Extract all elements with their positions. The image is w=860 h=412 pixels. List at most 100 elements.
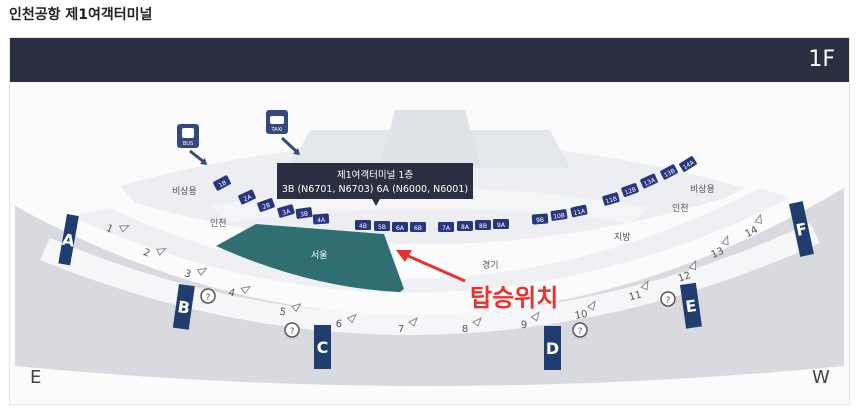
gate-number: 8 xyxy=(462,324,468,335)
tooltip-title: 제1여객터미널 1층 xyxy=(337,169,414,181)
bus-stop-label: 12B xyxy=(624,186,637,197)
gate-arrow-icon xyxy=(640,279,649,291)
outer-curb-lane xyxy=(40,223,820,335)
gate-number: 12 xyxy=(677,270,693,285)
gate-number: 13 xyxy=(710,246,726,261)
gate-2[interactable]: 2 xyxy=(141,242,167,265)
zone-label-right-top: 비상용 xyxy=(690,184,715,195)
terminal-tower xyxy=(380,110,480,166)
gate-14[interactable]: 14 xyxy=(741,213,769,241)
bus-stop-9B[interactable]: 9B xyxy=(531,213,549,225)
section-D: D xyxy=(544,326,561,370)
bus-stop-5B[interactable]: 5B xyxy=(374,221,390,231)
bus-stop-6A[interactable]: 6A xyxy=(392,222,408,232)
info-icon[interactable]: ? xyxy=(284,322,300,338)
svg-text:?: ? xyxy=(290,327,295,337)
bus-stop-8B[interactable]: 8B xyxy=(475,220,491,230)
bus-arrow-icon xyxy=(189,149,207,165)
direction-left: E xyxy=(30,367,41,388)
bus-stop-13A[interactable]: 13A xyxy=(640,173,659,189)
gate-6[interactable]: 6 xyxy=(335,313,357,332)
bus-stop-6B[interactable]: 6B xyxy=(410,222,426,232)
section-letter: F xyxy=(794,219,809,240)
section-letter: E xyxy=(684,296,697,316)
gate-number: 1 xyxy=(104,223,114,236)
bus-stop-label: 8B xyxy=(479,223,487,230)
zone-label-gyeonggi: 경기 xyxy=(482,259,499,271)
gate-3[interactable]: 3 xyxy=(183,263,208,285)
bus-stop-11B[interactable]: 11B xyxy=(602,192,620,206)
bus-stop-3B[interactable]: 3B xyxy=(295,207,313,219)
section-letter: B xyxy=(176,297,191,318)
map-canvas: BUS TAXI 비상용 비상용 인천 인천 지방 서울 경기 1B2A2B3A… xyxy=(15,110,844,388)
gate-8[interactable]: 8 xyxy=(462,316,482,335)
gate-arrow-icon xyxy=(754,213,763,224)
bus-stop-1B[interactable]: 1B xyxy=(213,175,232,191)
gate-10[interactable]: 10 xyxy=(573,300,598,322)
inner-road xyxy=(70,188,790,293)
section-A: A xyxy=(58,214,79,266)
bus-stop-8A[interactable]: 8A xyxy=(457,221,473,231)
gate-13[interactable]: 13 xyxy=(707,235,734,261)
bus-stop-9A[interactable]: 9A xyxy=(493,219,509,229)
bus-stop-4B[interactable]: 4B xyxy=(355,220,371,230)
section-E: E xyxy=(680,282,702,329)
section-markers: A B C D E F xyxy=(58,201,814,370)
floor-header: 1F xyxy=(10,38,849,82)
info-icon[interactable]: ? xyxy=(200,288,216,304)
gate-9[interactable]: 9 xyxy=(520,311,541,332)
bus-stop-12B[interactable]: 12B xyxy=(621,182,639,198)
info-icon[interactable]: ? xyxy=(572,322,588,338)
bus-stop-2A[interactable]: 2A xyxy=(238,189,257,205)
gate-5[interactable]: 5 xyxy=(279,301,302,321)
bus-stop-label: 3A xyxy=(282,208,292,217)
gate-arrow-icon xyxy=(688,259,697,271)
gate-arrow-icon xyxy=(240,285,252,295)
gate-arrow-icon xyxy=(720,235,729,246)
bus-stop-11A[interactable]: 11A xyxy=(570,204,588,218)
bus-stop-label: 2A xyxy=(243,193,254,203)
bus-stop-label: 6B xyxy=(414,225,422,232)
bus-sign-label: BUS xyxy=(183,141,193,147)
floor-label: 1F xyxy=(808,47,835,72)
gate-arrow-icon xyxy=(586,300,596,311)
svg-text:?: ? xyxy=(666,296,671,306)
gate-arrow-icon xyxy=(118,225,130,233)
gate-number: 9 xyxy=(520,320,527,332)
gate-number: 7 xyxy=(398,324,404,335)
bus-stop-4A[interactable]: 4A xyxy=(312,213,330,225)
terminal-map: 1F BUS TAXI xyxy=(9,37,850,405)
section-letter: C xyxy=(317,338,329,357)
bus-stop-7A[interactable]: 7A xyxy=(438,222,454,232)
zone-label-right-mid: 인천 xyxy=(672,203,689,214)
taxi-arrow-icon xyxy=(280,136,300,155)
bus-stop-label: 9B xyxy=(536,217,544,225)
zone-label-left-top: 비상용 xyxy=(172,186,197,197)
gate-11[interactable]: 11 xyxy=(626,279,652,303)
bus-stop-10B[interactable]: 10B xyxy=(550,209,568,221)
gate-arrow-icon xyxy=(196,267,208,276)
bus-stop-label: 6A xyxy=(396,225,405,232)
bus-stop-14A[interactable]: 14A xyxy=(679,156,698,173)
gate-4[interactable]: 4 xyxy=(227,282,252,303)
info-icon[interactable]: ? xyxy=(660,291,676,307)
bus-stop-label: 13A xyxy=(643,176,657,188)
taxi-sign-label: TAXI xyxy=(271,127,283,133)
bus-stop-label: 5B xyxy=(378,224,386,231)
bus-stop-3A[interactable]: 3A xyxy=(277,204,295,218)
gate-7[interactable]: 7 xyxy=(398,316,418,335)
bus-stop-2B[interactable]: 2B xyxy=(257,197,275,213)
section-F: F xyxy=(789,201,814,257)
page-title: 인천공항 제1여객터미널 xyxy=(9,7,153,23)
gate-1[interactable]: 1 xyxy=(104,218,130,242)
section-B: B xyxy=(172,284,195,330)
bus-sign: BUS xyxy=(177,124,199,148)
bus-stop-13B[interactable]: 13B xyxy=(660,164,679,180)
bus-stop-label: 8A xyxy=(461,224,470,231)
bus-stop-label: 11B xyxy=(605,195,618,205)
gate-12[interactable]: 12 xyxy=(675,259,702,285)
gate-number: 10 xyxy=(574,309,588,322)
direction-right: W xyxy=(812,367,830,388)
gate-number: 14 xyxy=(744,224,760,240)
